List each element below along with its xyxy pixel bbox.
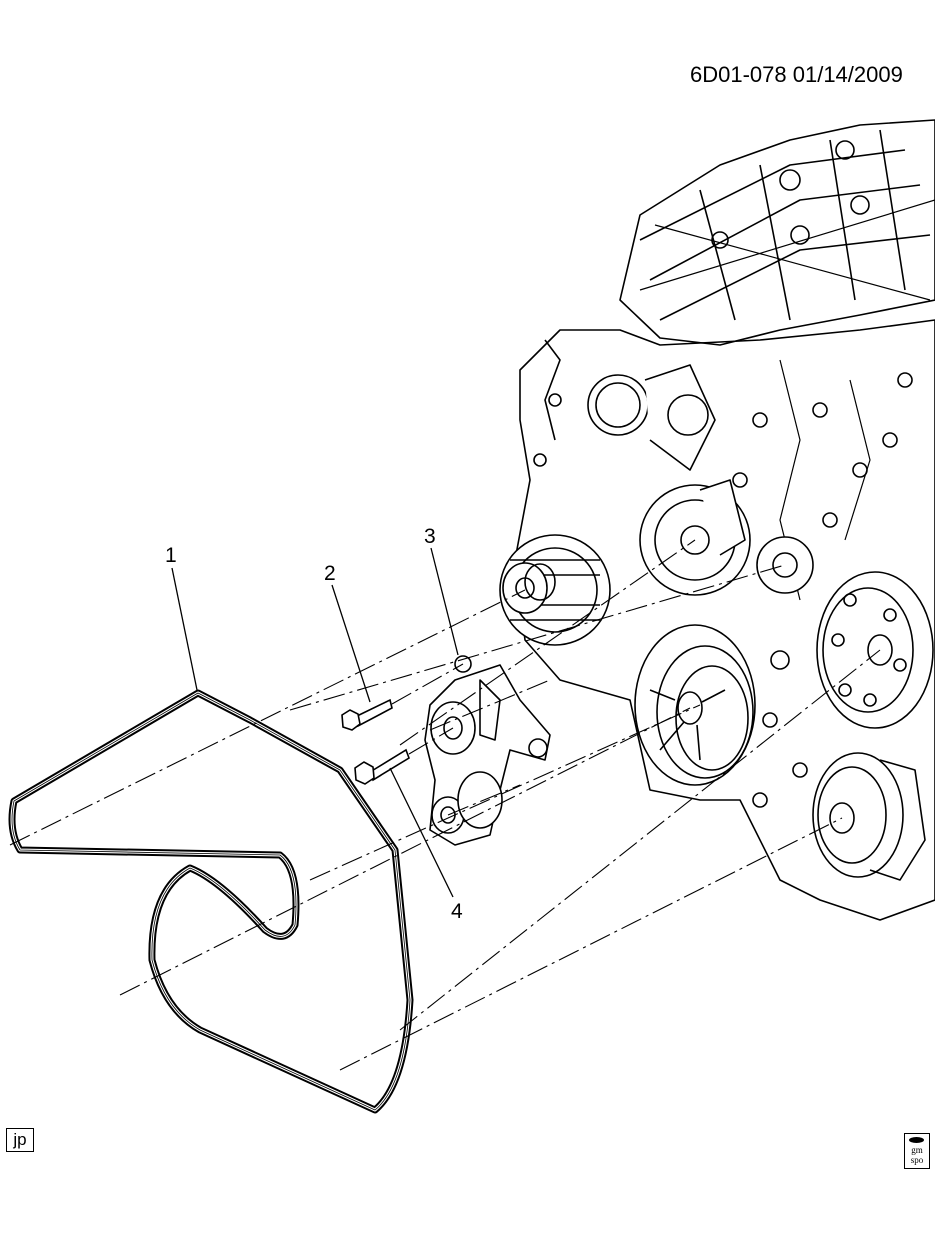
bolt-item-2 — [341, 698, 393, 731]
callout-4: 4 — [451, 900, 463, 923]
logo-text-gm: gm — [911, 1145, 923, 1155]
artist-initials-box: jp — [6, 1128, 34, 1152]
logo-text-spo: spo — [910, 1155, 924, 1165]
callout-2: 2 — [324, 562, 336, 585]
callout-1: 1 — [165, 544, 177, 567]
gm-spo-logo: gm spo — [904, 1133, 930, 1169]
leader-lines — [171, 547, 459, 898]
logo-cap-shape — [909, 1137, 924, 1143]
callout-3: 3 — [424, 525, 436, 548]
diagram-id: 6D01-078 01/14/2009 — [690, 62, 903, 87]
engine-assembly — [499, 119, 935, 921]
alignment-centerlines — [9, 539, 881, 1071]
serpentine-belt — [8, 689, 414, 1114]
belt-tensioner — [424, 655, 551, 846]
bolt-item-4 — [354, 748, 410, 785]
